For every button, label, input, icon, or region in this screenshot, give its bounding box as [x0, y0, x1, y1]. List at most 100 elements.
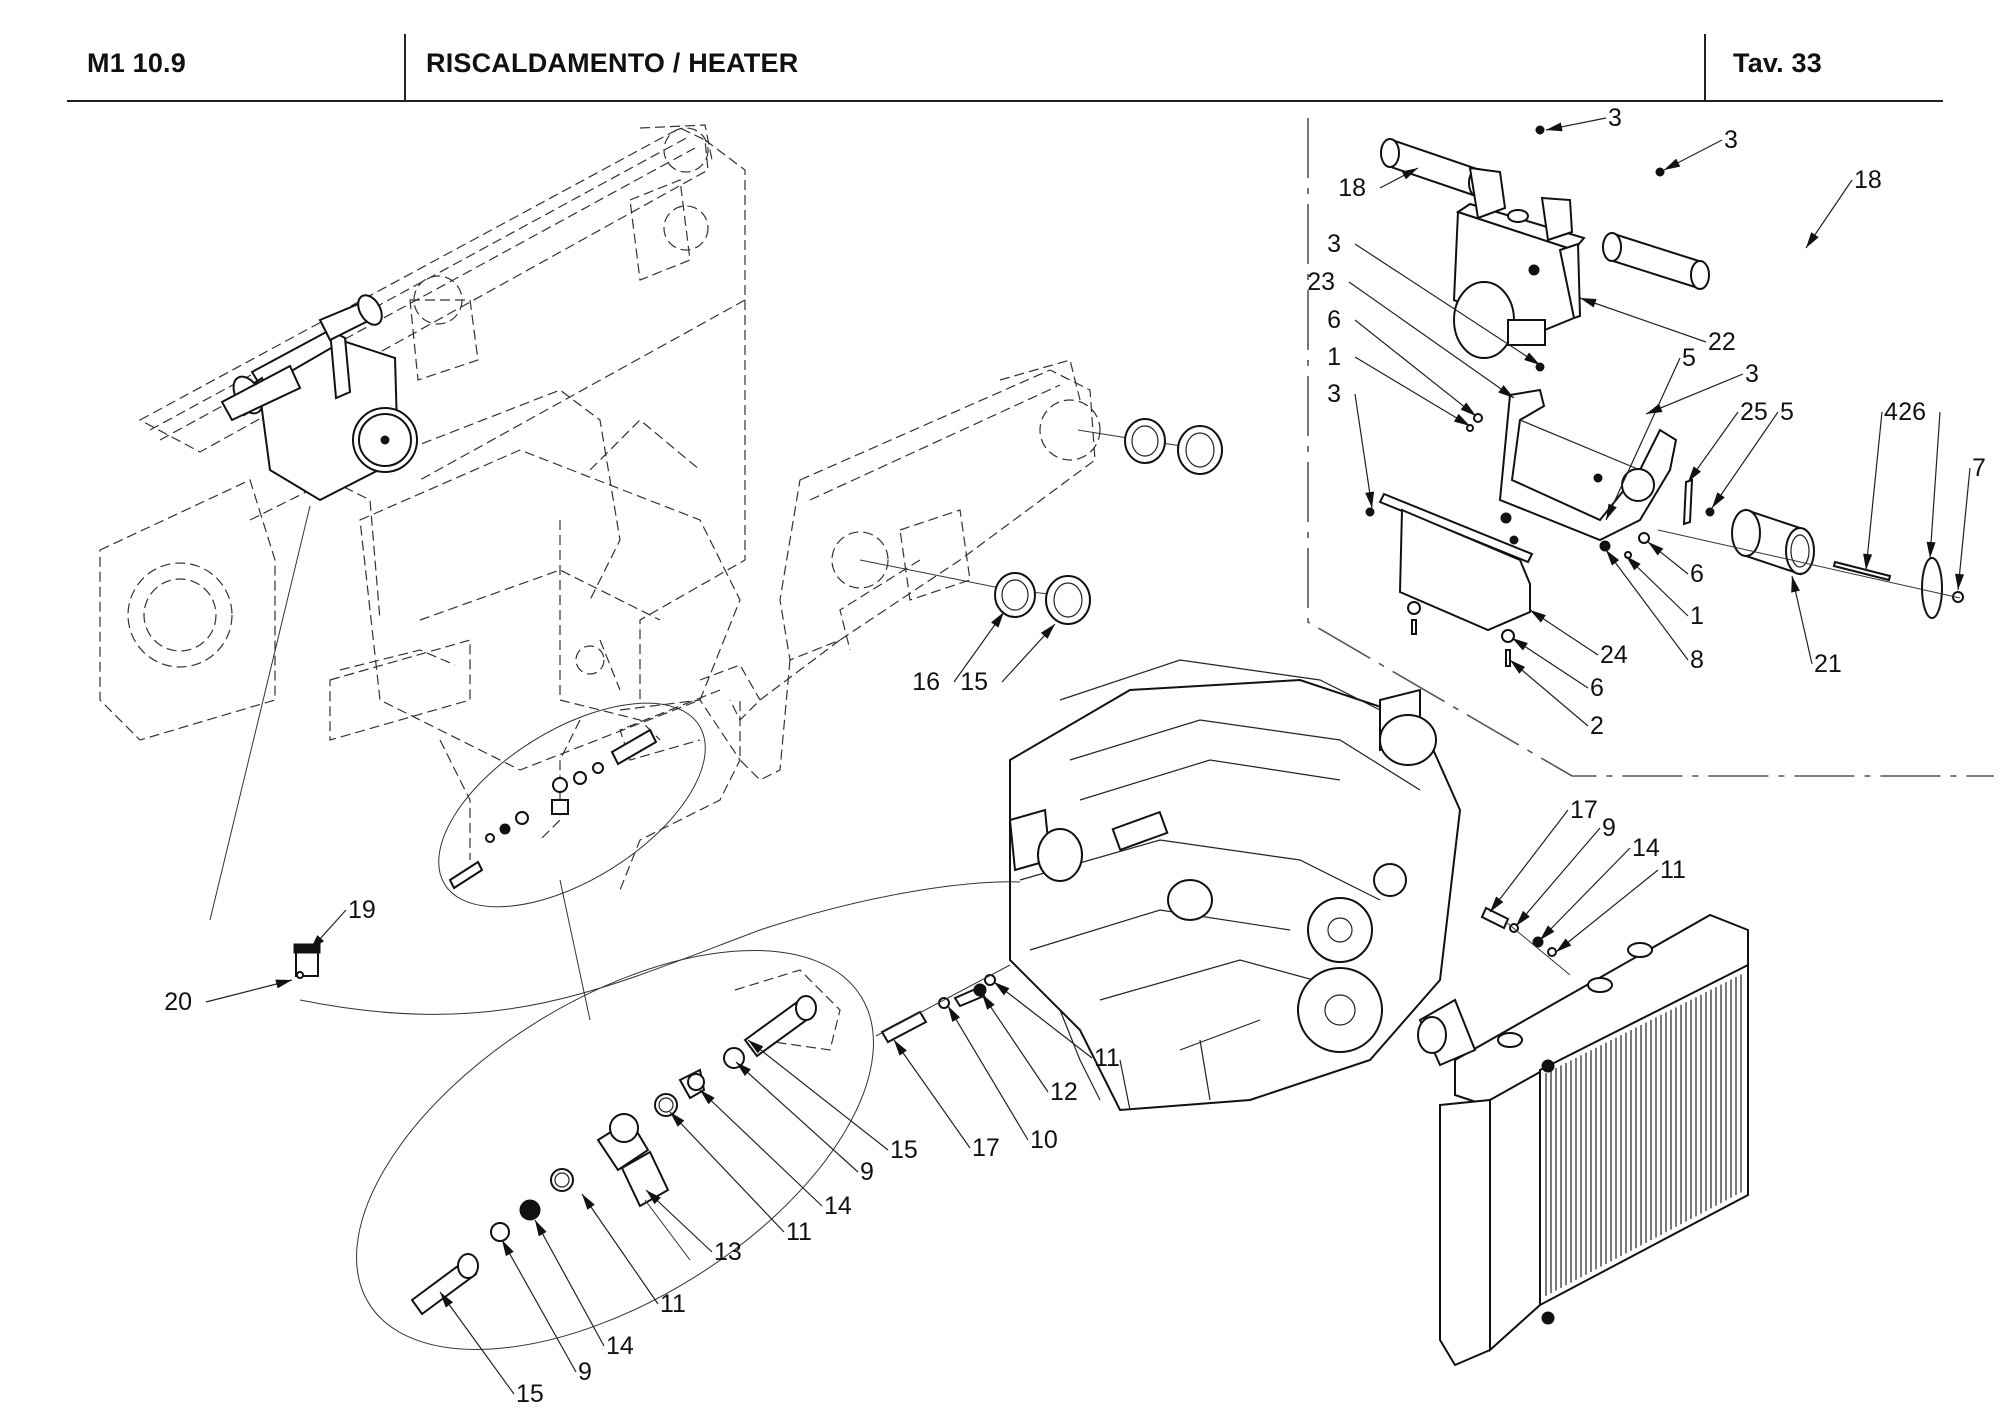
callout-label: 3 — [1608, 104, 1622, 132]
callout-label: 25 — [1740, 398, 1768, 426]
callout-label: 14 — [824, 1192, 852, 1220]
callout-24: 24 — [1529, 609, 1628, 669]
callout-label: 15 — [890, 1136, 918, 1164]
leader-line — [1354, 356, 1471, 427]
callout-21: 21 — [1791, 575, 1842, 678]
leader-line — [1354, 393, 1373, 509]
callout-label: 3 — [1327, 380, 1341, 408]
callout-label: 2 — [1590, 712, 1604, 740]
leader-line — [993, 981, 1093, 1059]
callout-14: 14 — [1539, 834, 1660, 941]
callout-2: 2 — [1509, 659, 1604, 740]
callout-label: 17 — [972, 1134, 1000, 1162]
callout-1: 1 — [1625, 555, 1704, 630]
callout-5: 5 — [1711, 398, 1794, 509]
leader-line — [1515, 827, 1601, 927]
callout-15: 15 — [439, 1291, 544, 1408]
drawing-code: M1 10.9 — [87, 48, 186, 78]
arrowhead-icon — [1365, 491, 1375, 508]
leader-line — [581, 1193, 659, 1305]
callout-8: 8 — [1605, 549, 1704, 674]
fittings-detail-enlarged — [356, 950, 874, 1350]
callout-3: 3 — [1327, 380, 1375, 509]
arrowhead-icon — [1512, 638, 1528, 651]
callout-label: 5 — [1780, 398, 1794, 426]
callout-label: 1 — [1690, 602, 1704, 630]
heater-valve — [293, 943, 321, 979]
callout-label: 24 — [1600, 641, 1628, 669]
callout-label: 6 — [1690, 560, 1704, 588]
arrowhead-icon — [1556, 938, 1572, 952]
radiator-fittings — [1480, 906, 1571, 976]
callout-18: 18 — [1338, 167, 1419, 202]
callout-label: 4 — [1884, 398, 1898, 426]
callout-15: 15 — [747, 1039, 918, 1164]
callout-6: 6 — [1511, 637, 1604, 702]
callout-label: 13 — [714, 1238, 742, 1266]
arrowhead-icon — [1606, 550, 1620, 566]
leader-line — [1539, 847, 1631, 941]
arrowhead-icon — [1498, 385, 1514, 398]
callout-label: 17 — [1570, 796, 1598, 824]
heater-unit-installed — [209, 294, 418, 921]
leader-line — [1605, 357, 1681, 521]
callout-22: 22 — [1579, 297, 1736, 356]
leader-line — [669, 1111, 785, 1233]
arrowhead-icon — [748, 1040, 764, 1054]
leader-line — [1509, 659, 1589, 727]
arrowhead-icon — [1516, 910, 1530, 926]
radiator — [1417, 913, 1749, 1367]
leader-line — [439, 1291, 515, 1395]
callout-label: 3 — [1745, 360, 1759, 388]
arrowhead-icon — [1606, 503, 1617, 520]
arrowhead-icon — [1926, 541, 1936, 558]
arrowhead-icon — [1580, 298, 1597, 308]
arrowhead-icon — [1626, 556, 1641, 571]
drawing-title: RISCALDAMENTO / HEATER — [426, 48, 799, 78]
engine — [1008, 659, 1462, 1112]
callout-17: 17 — [893, 1039, 1000, 1162]
callout-11: 11 — [1555, 856, 1686, 953]
leader-line — [1579, 297, 1707, 343]
callout-20: 20 — [164, 979, 293, 1016]
callout-label: 8 — [1690, 646, 1704, 674]
leader-line — [1489, 809, 1569, 913]
callout-label: 9 — [1602, 814, 1616, 842]
callout-1: 1 — [1327, 343, 1471, 427]
header-rule — [67, 100, 1943, 102]
inset-boundary — [1307, 118, 1994, 777]
arrowhead-icon — [670, 1112, 685, 1127]
arrowhead-icon — [1401, 168, 1418, 180]
leader-line — [981, 993, 1049, 1093]
callout-label: 5 — [1682, 344, 1696, 372]
callout-3: 3 — [1645, 360, 1759, 415]
callout-7: 7 — [1955, 454, 1986, 591]
callout-6: 6 — [1327, 306, 1477, 417]
arrowhead-icon — [1791, 576, 1800, 593]
callout-label: 22 — [1708, 328, 1736, 356]
arrowhead-icon — [502, 1240, 514, 1257]
header-divider — [404, 34, 406, 100]
arrowhead-icon — [1040, 624, 1055, 639]
callout-label: 10 — [1030, 1126, 1058, 1154]
callout-11: 11 — [993, 981, 1120, 1072]
arrowhead-icon — [440, 1292, 454, 1308]
leader-line — [747, 1039, 889, 1151]
radiator-fins — [1545, 974, 1742, 1296]
arrowhead-icon — [582, 1194, 595, 1210]
arrowhead-icon — [1530, 610, 1546, 623]
callout-14: 14 — [699, 1089, 852, 1220]
callout-26: 26 — [1898, 398, 1941, 559]
callout-3: 3 — [1327, 230, 1541, 366]
leader-line — [1605, 549, 1689, 661]
heater-exploded-inset — [1365, 125, 1964, 667]
callout-25: 25 — [1687, 398, 1768, 483]
callout-label: 11 — [660, 1290, 686, 1318]
arrowhead-icon — [894, 1040, 907, 1056]
arrowhead-icon — [1546, 122, 1563, 132]
callout-19: 19 — [309, 896, 376, 951]
leader-line — [893, 1039, 971, 1149]
callout-label: 14 — [606, 1332, 634, 1360]
callout-label: 19 — [348, 896, 376, 924]
arrowhead-icon — [1646, 403, 1663, 414]
